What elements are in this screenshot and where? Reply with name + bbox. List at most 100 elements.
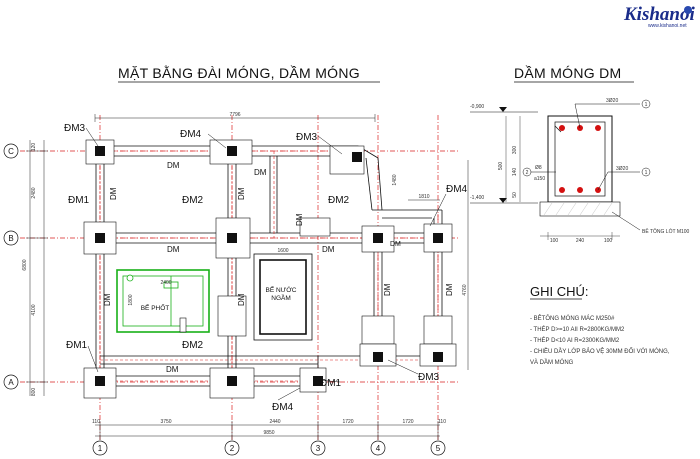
column bbox=[373, 352, 383, 362]
section-title: DẦM MÓNG DM bbox=[514, 65, 622, 81]
label-dm4-b5: ĐM4 bbox=[446, 184, 468, 195]
water-tank-outer bbox=[253, 253, 313, 341]
beam-section: -0,900 -1,400 3Ø20 1 3 bbox=[470, 98, 690, 244]
grid-label-1: 1 bbox=[98, 444, 103, 453]
notes: GHI CHÚ: - BÊTÔNG MÓNG MÁC M250# - THÉP … bbox=[530, 284, 670, 366]
column bbox=[227, 376, 237, 386]
dim-left-total: 6800 bbox=[22, 259, 28, 270]
grid-label-c: C bbox=[8, 147, 14, 156]
beam-label-dm: DM bbox=[322, 245, 335, 254]
grid-bubble-3 bbox=[310, 440, 326, 456]
leader-lines bbox=[85, 127, 447, 401]
beam-label-dm: DM bbox=[295, 213, 304, 226]
column bbox=[95, 146, 105, 156]
dim-w2-right: 100 bbox=[604, 238, 613, 244]
dim-end-left: 110 bbox=[92, 419, 100, 425]
footing-mid-5 bbox=[423, 315, 453, 345]
water-tank-inner bbox=[259, 259, 307, 335]
level-bottom: -1,400 bbox=[470, 195, 484, 201]
label-dm1-a1: ĐM1 bbox=[66, 340, 88, 351]
grid-bubble-b bbox=[3, 230, 19, 246]
note-item: - THÉP D<10 AI R=2300KG/MM2 bbox=[530, 337, 620, 344]
footing-dm2-mid bbox=[217, 295, 247, 337]
column bbox=[227, 233, 237, 243]
mark-bubble-bottom bbox=[641, 167, 651, 177]
logo: Kishanoi www.kishanoi.net bbox=[623, 4, 695, 29]
label-dm1-a3: ĐM1 bbox=[320, 378, 342, 389]
stirrup-hook bbox=[554, 125, 562, 133]
lean-concrete-label: BÊ TÔNG LÓT M100 bbox=[642, 227, 690, 235]
label-dm3-c1: ĐM3 bbox=[64, 123, 86, 134]
beam-slant-inner bbox=[365, 157, 373, 211]
grid-bubbles: C B A 1 2 3 4 5 bbox=[3, 143, 446, 456]
label-dm2-mid: ĐM2 bbox=[182, 340, 204, 351]
grid-bubble-2 bbox=[224, 440, 240, 456]
dim-h3: 50 bbox=[512, 192, 518, 198]
beam-label-dm: DM bbox=[237, 187, 246, 200]
label-dm3-a4: ĐM3 bbox=[418, 372, 440, 383]
dim-top-total: 7796 bbox=[229, 112, 240, 118]
grid-label-2: 2 bbox=[230, 444, 235, 453]
level-marker-icon bbox=[499, 107, 507, 112]
column bbox=[227, 146, 237, 156]
label-dm1-b1: ĐM1 bbox=[68, 195, 90, 206]
note-item: - CHIỀU DẦY LỚP BẢO VỆ 30MM ĐỐI VỚI MÓNG… bbox=[530, 347, 670, 355]
septic-pipe-icon bbox=[126, 274, 134, 282]
grid-bubble-4 bbox=[370, 440, 386, 456]
water-tank-label-2: NGẦM bbox=[271, 292, 291, 302]
logo-text: Kishanoi bbox=[623, 4, 695, 25]
beam-label-dm: DM bbox=[167, 245, 180, 254]
dim-right-1: 1480 bbox=[392, 174, 398, 185]
dim-bottom-2: 2440 bbox=[269, 419, 280, 425]
dim-bottom-total: 9850 bbox=[263, 430, 274, 436]
grid-bubble-5 bbox=[430, 440, 446, 456]
label-dm2-b3: ĐM2 bbox=[328, 195, 350, 206]
dim-w1: 240 bbox=[576, 238, 585, 244]
mark-bubble-top bbox=[641, 99, 651, 109]
label-dm2-b2: ĐM2 bbox=[182, 195, 204, 206]
rebar-bottom bbox=[559, 187, 565, 193]
bottom-bar-spec: 3Ø20 bbox=[616, 166, 628, 172]
note-item: - BÊTÔNG MÓNG MÁC M250# bbox=[530, 314, 615, 322]
grid-bubble-1 bbox=[92, 440, 108, 456]
level-top: -0,900 bbox=[470, 104, 484, 110]
water-tank-label-1: BỂ NƯỚC bbox=[266, 285, 297, 294]
dimension-lines bbox=[26, 114, 469, 440]
dim-septic-width: 2400 bbox=[160, 280, 171, 286]
dim-bottom-3: 1720 bbox=[342, 419, 353, 425]
columns bbox=[95, 146, 443, 386]
septic-tank bbox=[116, 269, 210, 333]
beam-label-dm: DM bbox=[109, 187, 118, 200]
dim-end-right: 110 bbox=[438, 419, 446, 425]
septic-tank-outer bbox=[116, 269, 210, 333]
note-item: VÀ DẦM MÓNG bbox=[530, 359, 574, 366]
dim-tank-width: 1600 bbox=[277, 248, 288, 254]
rebar-bars bbox=[559, 125, 601, 193]
stirrup-spec-2: a150 bbox=[534, 176, 545, 182]
beam-label-dm: DM bbox=[383, 283, 392, 296]
beam-label-dm: DM bbox=[103, 293, 112, 306]
septic-label: BỂ PHỐT bbox=[141, 302, 170, 312]
beam-slant-right bbox=[377, 157, 383, 211]
dim-w2-left: 100 bbox=[550, 238, 559, 244]
column bbox=[433, 352, 443, 362]
septic-opening bbox=[163, 281, 179, 289]
lean-concrete bbox=[539, 201, 621, 217]
label-dm4-c2: ĐM4 bbox=[180, 129, 202, 140]
column bbox=[95, 376, 105, 386]
stirrup-mark: 2 bbox=[526, 170, 529, 176]
dim-left-2: 4100 bbox=[31, 304, 37, 315]
septic-tank-inner bbox=[122, 275, 204, 327]
dim-h4: 500 bbox=[498, 162, 504, 171]
grid-label-b: B bbox=[8, 234, 13, 243]
footing-dm2-b3 bbox=[299, 217, 331, 237]
beam-label-dm: DM bbox=[237, 293, 246, 306]
note-item: - THÉP D>=10 AII R=2800KG/MM2 bbox=[530, 326, 625, 333]
logo-url: www.kishanoi.net bbox=[648, 23, 687, 29]
grid-bubble-c bbox=[3, 143, 19, 159]
dim-left-1: 2480 bbox=[31, 187, 37, 198]
level-marker-icon bbox=[499, 198, 507, 203]
lean-concrete-hatch bbox=[543, 202, 613, 216]
label-dm3-c4: ĐM3 bbox=[296, 132, 318, 143]
